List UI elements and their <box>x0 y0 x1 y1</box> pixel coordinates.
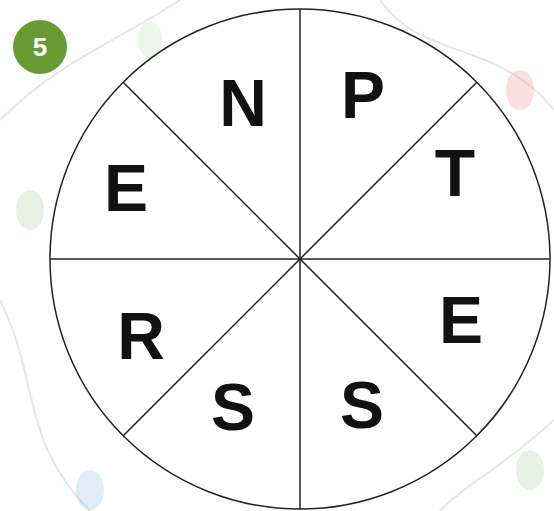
wheel-letter: E <box>104 155 148 221</box>
wheel-letter: N <box>219 70 267 136</box>
wheel-circle <box>50 9 550 509</box>
wheel-letter: S <box>340 372 384 438</box>
wheel-letter: T <box>435 140 475 206</box>
puzzle-number: 5 <box>33 34 47 60</box>
number-badge: 5 <box>13 20 67 74</box>
wheel-letter: S <box>211 374 255 440</box>
wheel-letter: P <box>341 62 385 128</box>
wheel-letter: R <box>117 303 165 369</box>
wheel-spokes <box>50 9 550 509</box>
wheel-letter: E <box>439 287 483 353</box>
